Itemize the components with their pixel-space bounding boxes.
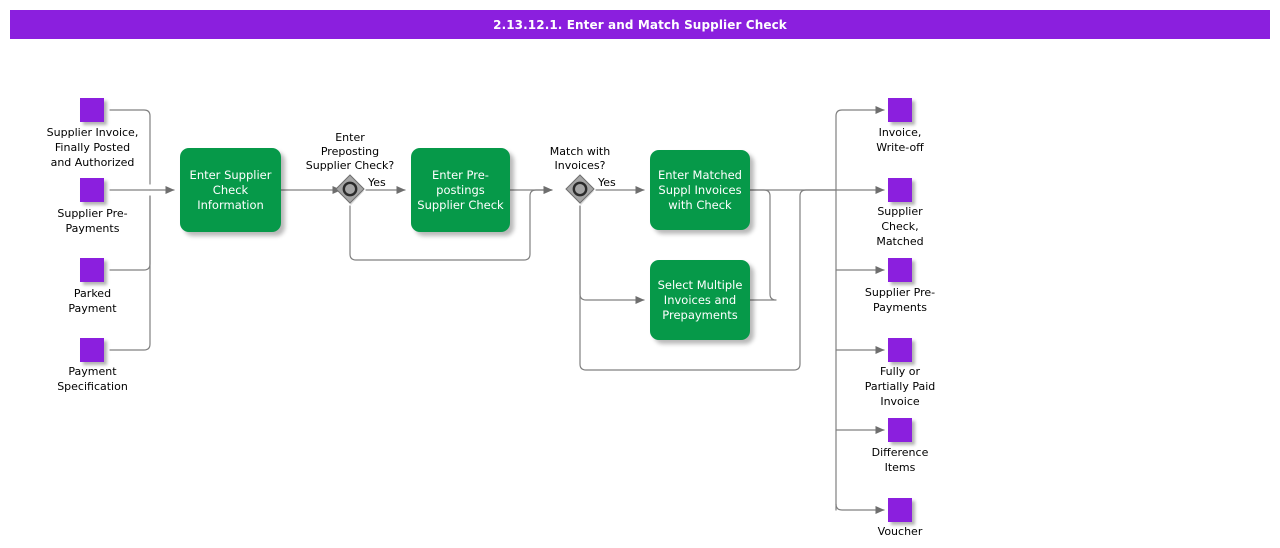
node-label: Fully or Partially Paid Invoice (864, 365, 936, 408)
data-object-icon[interactable] (888, 498, 912, 522)
task-label: Enter Pre- postings Supplier Check (417, 167, 504, 212)
data-object-icon[interactable] (888, 178, 912, 202)
gateway-match-with-invoices[interactable] (564, 174, 596, 206)
node-label: Parked Payment (68, 287, 117, 315)
edge-supplier-invoice-to-task1 (109, 109, 151, 185)
edge-task3-task4-join (749, 189, 777, 301)
task-enter-supplier-check-information[interactable]: Enter Supplier Check Information (180, 148, 281, 232)
page-title: 2.13.12.1. Enter and Match Supplier Chec… (493, 17, 787, 32)
gateway-label-enter-preposting-supplier-check: Enter Preposting Supplier Check? (305, 131, 395, 172)
node-label: Supplier Check, Matched (876, 205, 924, 248)
page-title-bar: 2.13.12.1. Enter and Match Supplier Chec… (10, 10, 1270, 39)
node-label: Voucher (877, 525, 923, 538)
task-enter-prepostings-supplier-check[interactable]: Enter Pre- postings Supplier Check (411, 148, 510, 232)
node-label: Payment Specification (57, 365, 128, 393)
gateway-label-match-with-invoices: Match with Invoices? (549, 145, 611, 172)
data-object-icon[interactable] (80, 338, 104, 362)
data-object-icon[interactable] (80, 258, 104, 282)
data-object-icon[interactable] (888, 338, 912, 362)
edge-gw2-to-task4 (579, 205, 645, 304)
data-object-icon[interactable] (888, 258, 912, 282)
data-object-icon[interactable] (888, 418, 912, 442)
gateway-enter-preposting-supplier-check[interactable] (334, 174, 366, 206)
edge-gw2-loop-to-output-trunk (579, 189, 837, 371)
task-label: Select Multiple Invoices and Prepayments (657, 277, 743, 322)
node-label: Difference Items (871, 446, 929, 474)
task-label: Enter Supplier Check Information (189, 167, 272, 212)
node-label: Supplier Pre- Payments (864, 286, 936, 314)
edge-gw1-bypass-to-gw2 (349, 186, 553, 261)
task-select-multiple-invoices-and-prepayments[interactable]: Select Multiple Invoices and Prepayments (650, 260, 750, 340)
data-object-icon[interactable] (80, 98, 104, 122)
data-object-icon[interactable] (888, 98, 912, 122)
node-label: Invoice, Write-off (876, 126, 924, 154)
edge-label-gw1-yes: Yes (368, 176, 386, 189)
data-object-icon[interactable] (80, 178, 104, 202)
task-label: Enter Matched Suppl Invoices with Check (658, 167, 742, 212)
edge-trunk-to-invoice-writeoff (835, 106, 885, 117)
edge-payment-specification-to-task1 (109, 195, 151, 351)
node-label: Supplier Pre- Payments (57, 207, 128, 235)
edge-trunk-to-voucher (835, 503, 885, 514)
edge-label-gw2-yes: Yes (598, 176, 616, 189)
node-label: Supplier Invoice, Finally Posted and Aut… (46, 126, 139, 169)
task-enter-matched-suppl-invoices-with-check[interactable]: Enter Matched Suppl Invoices with Check (650, 150, 750, 230)
